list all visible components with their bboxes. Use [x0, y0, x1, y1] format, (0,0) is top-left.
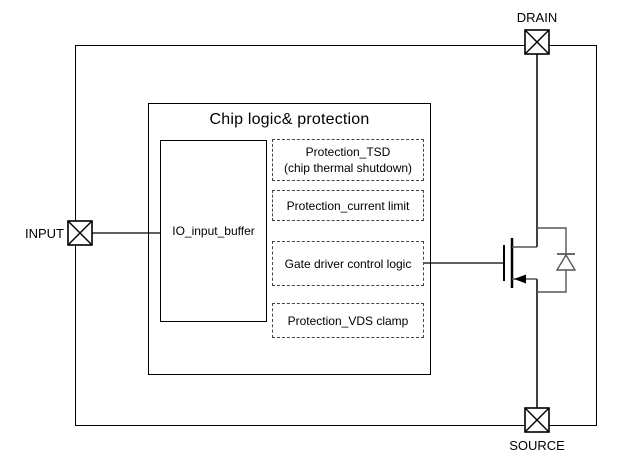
gate-driver-control-logic-block: Gate driver control logic: [272, 241, 424, 286]
protection-current-limit-label: Protection_current limit: [286, 198, 410, 213]
protection-vds-clamp-block: Protection_VDS clamp: [272, 303, 424, 338]
protection-tsd-block: Protection_TSD (chip thermal shutdown): [272, 139, 424, 181]
input-pad-label: INPUT: [25, 226, 64, 241]
io-input-buffer-block: IO_input_buffer: [160, 140, 267, 322]
source-pad-label: SOURCE: [509, 438, 565, 453]
drain-pad-label: DRAIN: [516, 10, 558, 25]
protection-tsd-label-line2: (chip thermal shutdown): [283, 161, 413, 175]
protection-current-limit-block: Protection_current limit: [272, 190, 424, 221]
io-input-buffer-label: IO_input_buffer: [172, 224, 255, 238]
protection-vds-clamp-label: Protection_VDS clamp: [287, 313, 409, 328]
chip-logic-title: Chip logic& protection: [209, 111, 370, 128]
protection-tsd-label-line1: Protection_TSD: [305, 145, 391, 159]
gate-driver-control-logic-label: Gate driver control logic: [284, 256, 412, 271]
